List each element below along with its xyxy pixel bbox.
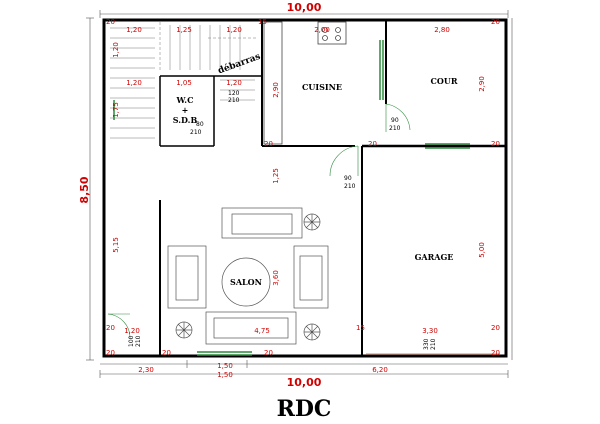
- door-garage-height: 210: [430, 338, 437, 350]
- windows: [113, 40, 470, 356]
- dim-left-v-3: 5,15: [112, 237, 120, 253]
- wall-thickness-label: 20: [491, 140, 500, 148]
- door-hall-width: 90: [344, 175, 352, 182]
- wall-thickness-label: 20: [264, 349, 273, 357]
- dim-right-v-2: 5,00: [478, 242, 486, 258]
- door-hall-height: 210: [344, 183, 356, 190]
- wall-thickness-label: 20: [106, 324, 115, 332]
- wall-thickness-label: 20: [491, 324, 500, 332]
- door-garage-width: 330: [423, 338, 430, 350]
- dim-wc-top-2: 1,05: [176, 79, 192, 87]
- door-swings: [107, 103, 411, 339]
- plant-icon: [303, 213, 321, 231]
- sofa-left: [167, 245, 207, 309]
- dim-wc-top-1: 1,20: [126, 79, 142, 87]
- door-cour-height: 210: [389, 125, 401, 132]
- dim-garage-width: 3,30: [422, 327, 438, 335]
- sofa-bottom: [205, 311, 297, 345]
- kitchen-counter: [263, 21, 347, 145]
- dim-left-v-2: 1,75: [112, 102, 120, 118]
- staircase: [110, 22, 258, 139]
- door-wc-width: 80: [196, 121, 204, 128]
- bottom-seg-2: 1,50: [217, 362, 233, 370]
- room-label-salon: SALON: [230, 277, 262, 287]
- dim-wc-top-3: 1,20: [226, 79, 242, 87]
- wall-thickness-label: 20: [106, 18, 115, 26]
- top-width-label: 10,00: [287, 1, 322, 14]
- wall-thickness-label: 15: [258, 18, 267, 26]
- dim-kitchen-top: 2,00: [314, 26, 330, 34]
- dim-stair-top-1: 1,20: [126, 26, 142, 34]
- door-debarras-width: 120: [228, 90, 240, 97]
- dim-mid-v-3: 3,60: [272, 270, 280, 286]
- room-label-garage: GARAGE: [415, 252, 454, 262]
- overall-dimensions: [86, 10, 513, 378]
- door-entry-height: 210: [135, 335, 142, 347]
- room-label-debarras: débarras: [216, 51, 262, 77]
- room-label-wc: W.C: [176, 95, 194, 105]
- coffee-table: [221, 257, 271, 307]
- bottom-width-label: 10,00: [287, 376, 322, 389]
- dim-cour-top: 2,80: [434, 26, 450, 34]
- room-label-cour: COUR: [431, 76, 458, 86]
- dim-mid-v-1: 2,90: [272, 82, 280, 98]
- wall-thickness-label: 20: [264, 140, 273, 148]
- door-entry-width: 100: [128, 335, 135, 347]
- door-wc-height: 210: [190, 129, 202, 136]
- plan-title: RDC: [277, 396, 332, 422]
- wall-thickness-label: 20: [491, 349, 500, 357]
- room-label-sdb: S.D.B: [173, 115, 198, 125]
- room-label-cuisine: CUISINE: [302, 82, 342, 92]
- dim-left-v-1: 1,20: [112, 42, 120, 58]
- burner-icon: [322, 27, 328, 33]
- wall-thickness-label: 15: [356, 324, 365, 332]
- sofa-top: [221, 207, 303, 239]
- salon-furniture: [167, 207, 329, 345]
- door-debarras-height: 210: [228, 97, 240, 104]
- wall-thickness-label: 20: [162, 349, 171, 357]
- bottom-seg-3: 6,20: [372, 366, 388, 374]
- dim-entry-width: 1,20: [124, 327, 140, 335]
- left-height-label: 8,50: [78, 176, 91, 203]
- plant-icon: [303, 323, 321, 341]
- dim-salon-bottom: 4,75: [254, 327, 270, 335]
- dim-mid-v-2: 1,25: [272, 168, 280, 184]
- room-label-wc-plus: +: [182, 105, 189, 115]
- sofa-right: [293, 245, 329, 309]
- plant-icon: [175, 321, 193, 339]
- door-cour-width: 90: [391, 117, 399, 124]
- bottom-sub: 1,50: [217, 371, 233, 379]
- bottom-seg-1: 2,30: [138, 366, 154, 374]
- wall-thickness-label: 20: [106, 349, 115, 357]
- walls: [102, 18, 508, 358]
- wall-thickness-label: 20: [368, 140, 377, 148]
- dim-right-v-1: 2,90: [478, 76, 486, 92]
- wall-thickness-label: 20: [491, 18, 500, 26]
- dim-stair-top-3: 1,20: [226, 26, 242, 34]
- dim-stair-top-2: 1,25: [176, 26, 192, 34]
